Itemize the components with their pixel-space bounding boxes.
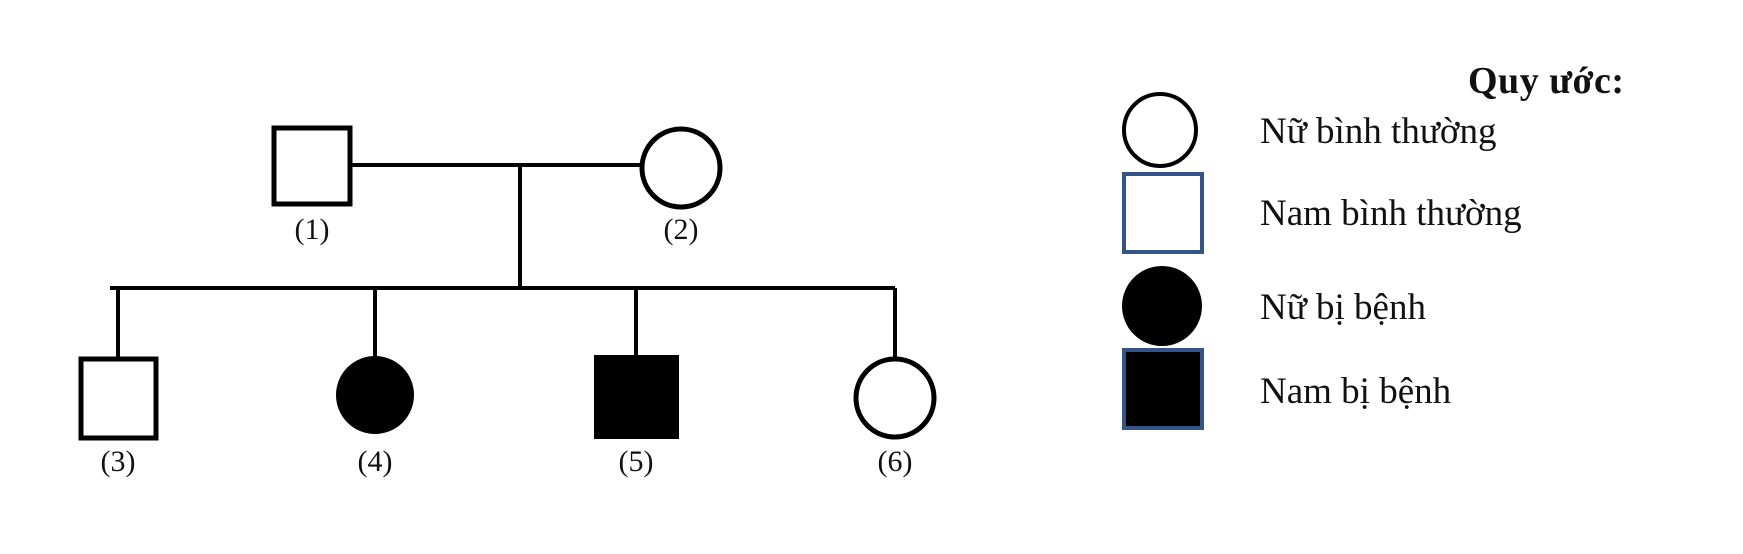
- legend-circle-affected-icon: [1122, 266, 1202, 346]
- legend-square-unaffected-icon: [1122, 172, 1204, 254]
- individual-label-6: (6): [877, 445, 913, 478]
- individual-3-male-unaffected[interactable]: [78, 356, 159, 441]
- individual-2-female-unaffected[interactable]: [639, 126, 723, 210]
- legend-label-nam-binh-thuong: Nam bình thường: [1260, 193, 1522, 234]
- individual-label-2: (2): [663, 213, 699, 246]
- individual-label-3: (3): [100, 445, 136, 478]
- individual-5-male-affected[interactable]: [594, 355, 679, 439]
- individual-6-female-unaffected[interactable]: [853, 356, 937, 440]
- legend-label-nu-bi-benh: Nữ bị bệnh: [1260, 287, 1426, 328]
- individual-label-1: (1): [294, 213, 330, 246]
- pedigree-chart: (1) (2) (3) (4) (5) (6): [78, 125, 937, 478]
- individual-4-female-affected[interactable]: [336, 356, 414, 434]
- legend-square-affected-icon: [1122, 348, 1204, 430]
- legend-circle-unaffected-icon: [1122, 92, 1198, 168]
- legend-title: Quy ước:: [1468, 60, 1625, 102]
- individual-label-5: (5): [618, 445, 654, 478]
- legend-label-nu-binh-thuong: Nữ bình thường: [1260, 111, 1497, 152]
- legend: Quy ước: Nữ bình thường Nam bình thường …: [1100, 0, 1743, 554]
- individual-1-male-unaffected[interactable]: [271, 125, 353, 207]
- legend-label-nam-bi-benh: Nam bị bệnh: [1260, 371, 1452, 412]
- individual-label-4: (4): [357, 445, 393, 478]
